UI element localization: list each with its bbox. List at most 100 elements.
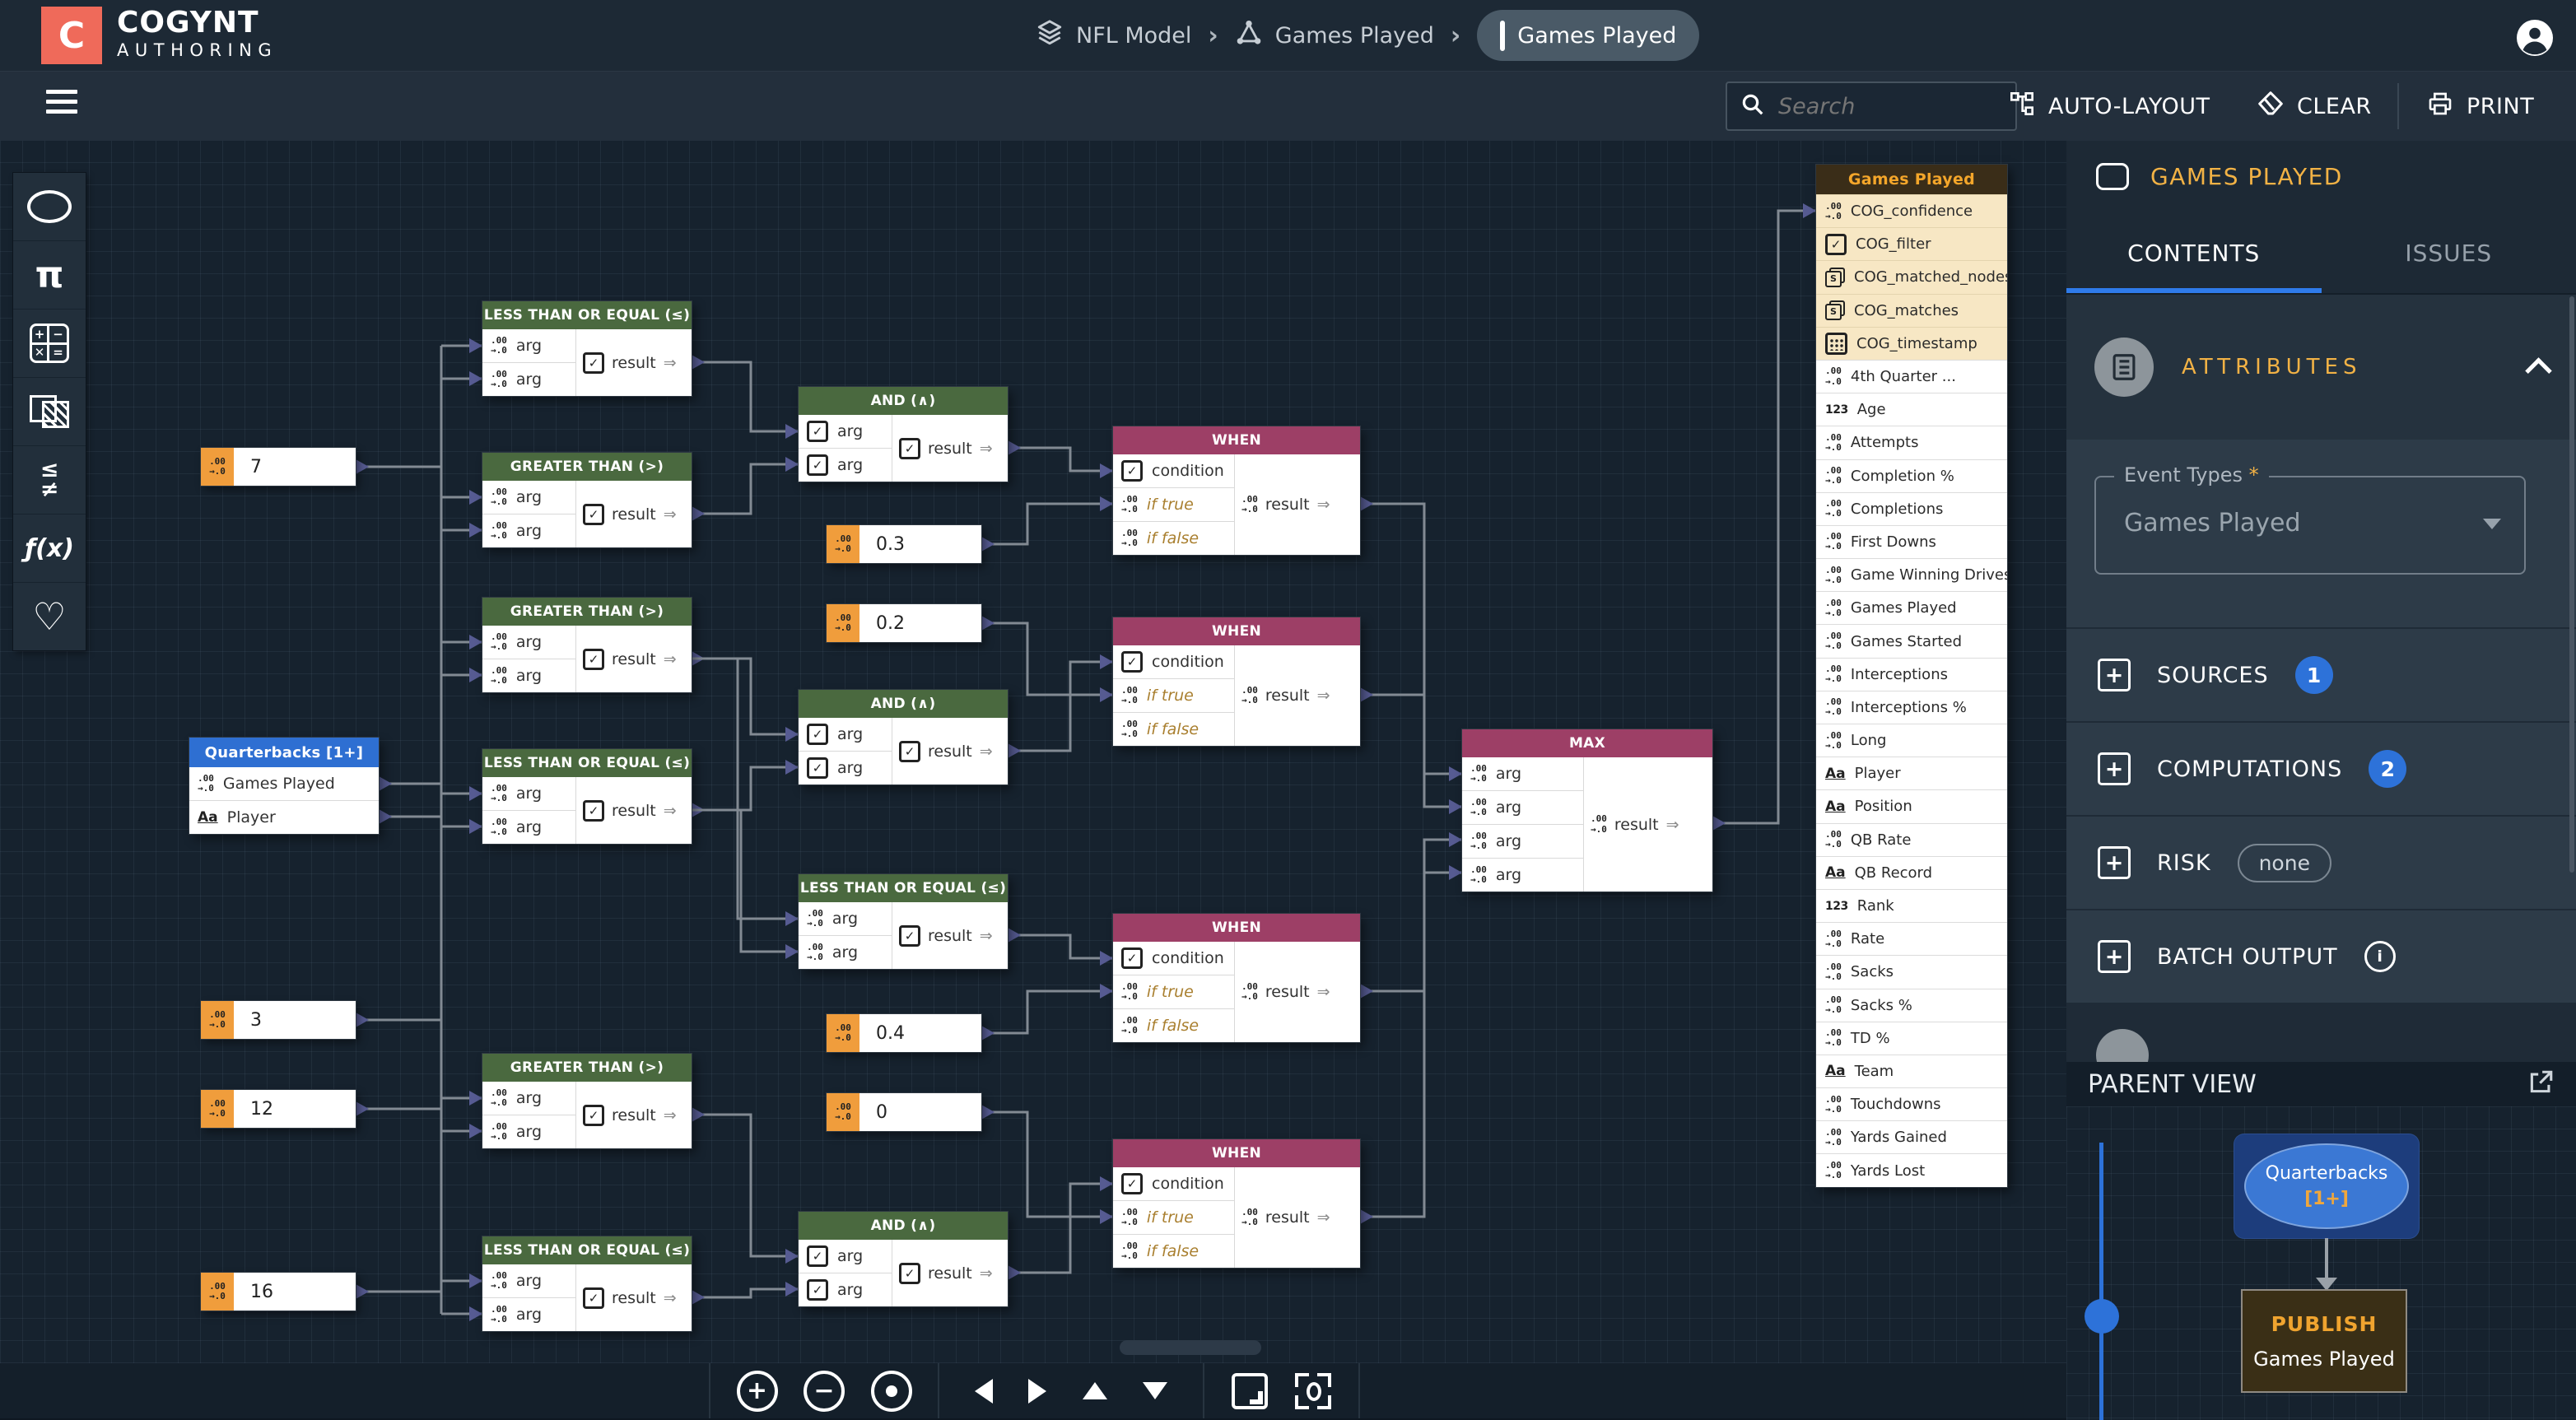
event-types-select[interactable]: Event Types * Games Played — [2094, 476, 2526, 575]
palette-function-button[interactable]: ƒ(x) — [13, 514, 86, 583]
palette-pi-button[interactable]: π — [13, 241, 86, 310]
event-type-icon — [1500, 23, 1505, 49]
intersect-icon — [30, 395, 69, 428]
clear-button[interactable]: CLEAR — [2257, 72, 2372, 141]
decimal-type-icon: .00→.0 — [209, 457, 226, 477]
constant-value: 0.2 — [859, 604, 981, 642]
fit-view-button[interactable] — [1232, 1373, 1268, 1409]
nav-up-button[interactable] — [1083, 1382, 1107, 1399]
calculator-icon: +−✕= — [30, 324, 69, 363]
focus-view-button[interactable] — [1295, 1373, 1331, 1409]
decimal-type-icon: .00→.0 — [835, 613, 851, 633]
nav-down-button[interactable] — [1143, 1382, 1167, 1399]
chevron-up-icon[interactable] — [2525, 357, 2552, 384]
decimal-type-icon: .00→.0 — [491, 784, 507, 803]
palette-intersect-button[interactable] — [13, 378, 86, 446]
parent-node-quarterbacks[interactable]: Quarterbacks [1+] — [2234, 1134, 2419, 1238]
nav-left-button[interactable] — [975, 1379, 993, 1404]
node-title: MAX — [1462, 729, 1712, 757]
parent-node-publish[interactable]: PUBLISH Games Played — [2243, 1291, 2406, 1391]
section-risk[interactable]: + RISK none — [2066, 815, 2576, 909]
constant-value: 7 — [234, 448, 356, 486]
decimal-constant-icon: .00→.0 — [201, 448, 234, 486]
section-sources[interactable]: + SOURCES 1 — [2066, 627, 2576, 721]
attributes-header[interactable]: ATTRIBUTES — [2066, 295, 2576, 440]
constant-node[interactable]: .00→.0 7 — [201, 448, 356, 486]
panel-scrollbar[interactable] — [2569, 296, 2574, 873]
node-and-1[interactable]: AND (∧)✓arg✓arg✓result⇒ — [799, 387, 1008, 482]
external-link-icon[interactable] — [2527, 1068, 2555, 1100]
parent-edge-arrowhead — [2316, 1278, 2337, 1291]
app-logo[interactable]: C — [41, 7, 102, 64]
constant-node[interactable]: .00→.0 0.2 — [827, 604, 981, 642]
zoom-reset-button[interactable] — [871, 1371, 912, 1412]
tab-issues[interactable]: ISSUES — [2322, 212, 2576, 293]
palette-calculator-button[interactable]: +−✕= — [13, 310, 86, 378]
zoom-slider-knob[interactable] — [2085, 1299, 2119, 1334]
zoom-in-button[interactable]: + — [737, 1371, 778, 1412]
node-input-port: ✓arg — [799, 1240, 892, 1273]
nav-right-button[interactable] — [1028, 1379, 1046, 1404]
palette-favorite-button[interactable]: ♡ — [13, 583, 86, 650]
decimal-type-icon: .00→.0 — [198, 774, 214, 794]
attributes-icon — [2094, 338, 2154, 397]
breadcrumb-item[interactable]: NFL Model — [1036, 19, 1191, 53]
tab-contents[interactable]: CONTENTS — [2066, 212, 2322, 293]
menu-icon[interactable] — [46, 90, 77, 114]
user-avatar-icon[interactable] — [2515, 18, 2555, 58]
search-box[interactable] — [1726, 81, 2017, 131]
breadcrumb-item[interactable]: Games Played — [1477, 10, 1699, 61]
parent-view-canvas[interactable]: Quarterbacks [1+] PUBLISH Games Played — [2066, 1106, 2576, 1420]
info-icon[interactable]: i — [2364, 941, 2396, 972]
palette-ellipse-button[interactable] — [13, 173, 86, 241]
search-input[interactable] — [1777, 93, 2002, 120]
decimal-type-icon: .00→.0 — [491, 632, 507, 652]
breadcrumb-label: Games Played — [1275, 23, 1434, 49]
node-and-2[interactable]: AND (∧)✓arg✓arg✓result⇒ — [799, 690, 1008, 784]
node-and-3[interactable]: AND (∧)✓arg✓arg✓result⇒ — [799, 1212, 1008, 1306]
panel-body: Event Types * Games Played + SOURCES 1 +… — [2066, 440, 2576, 1003]
zoom-out-button[interactable]: − — [804, 1371, 845, 1412]
decimal-type-icon: .00→.0 — [1121, 1016, 1138, 1036]
string-type-icon: Aa — [1825, 1063, 1846, 1079]
section-batch-output[interactable]: + BATCH OUTPUT i — [2066, 909, 2576, 1003]
auto-layout-button[interactable]: AUTO-LAYOUT — [2009, 72, 2210, 141]
palette-comparison-button[interactable]: ≤≠ — [13, 446, 86, 514]
print-button[interactable]: PRINT — [2427, 72, 2534, 141]
horizontal-scrollbar[interactable] — [1120, 1340, 1261, 1355]
node-title: LESS THAN OR EQUAL (≤) — [482, 1236, 692, 1264]
event-types-label: Event Types * — [2114, 463, 2269, 487]
string-type-icon: Aa — [1825, 864, 1846, 881]
breadcrumb-item[interactable]: Games Played — [1235, 19, 1434, 53]
section-computations[interactable]: + COMPUTATIONS 2 — [2066, 721, 2576, 815]
decimal-type-icon: .00→.0 — [1470, 831, 1487, 851]
